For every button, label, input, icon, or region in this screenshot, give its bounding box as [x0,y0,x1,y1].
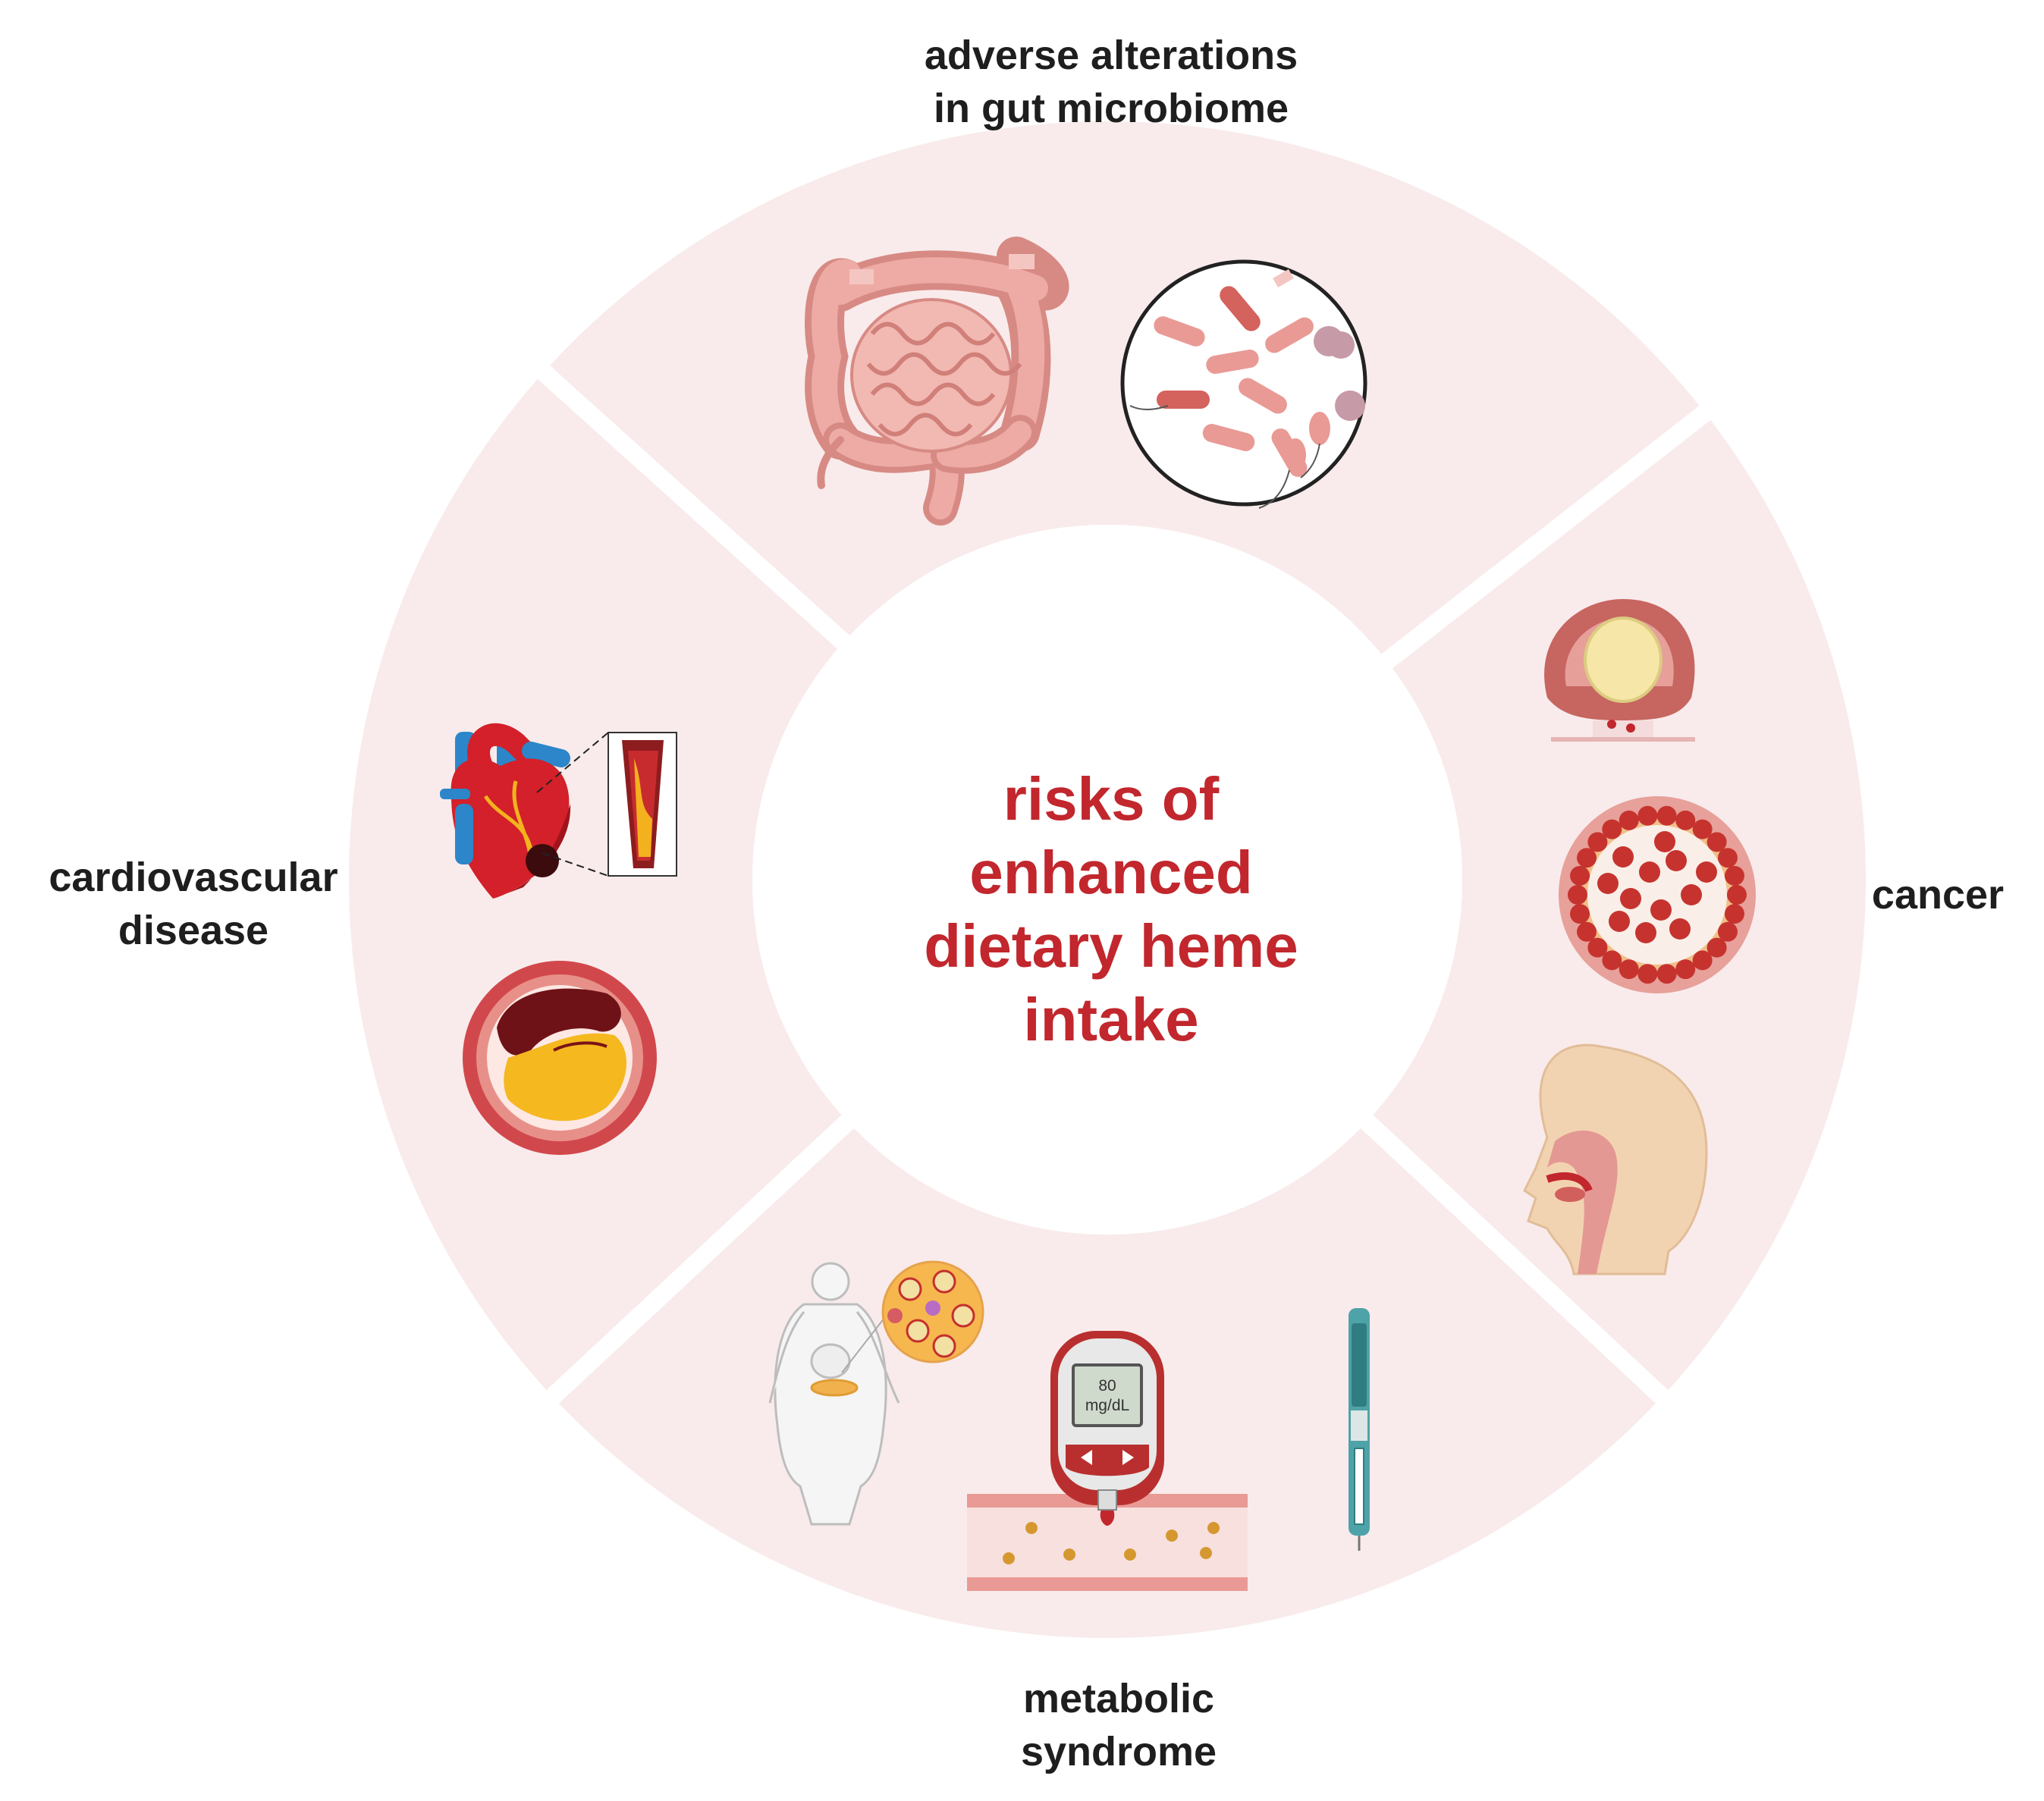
tumor-cell [1637,964,1658,984]
label-gut-microbiome: adverse alterations in gut microbiome [846,29,1377,135]
tumor-cell [1681,884,1702,905]
label-line: disease [118,908,269,953]
label-metabolic-syndrome: metabolic syndrome [929,1672,1308,1778]
obese-body-icon [768,1262,900,1526]
artery-plaque-inset-icon [536,732,677,877]
tumor-cell [1597,873,1619,894]
tumor-icon [1544,599,1695,742]
tumor-cell [1692,819,1713,839]
tumor-cell [1675,810,1696,830]
tumor-cell [1669,918,1691,940]
colon-tumor-cross-section-icon [1559,796,1756,993]
center-disc [752,525,1462,1235]
glucometer-reading: 80 [1098,1377,1116,1395]
tumor-cell [1639,861,1660,883]
tumor-cell [1620,888,1641,909]
tumor-cell [1692,950,1713,971]
artery-cross-section-icon [463,961,657,1155]
tumor-cell [1656,805,1677,826]
label-line: adverse alterations [924,33,1298,78]
tumor-cell [1717,848,1738,868]
head-neck-anatomy-icon [1523,1043,1708,1275]
segment-cardiovascular [348,378,842,1391]
label-cancer: cancer [1847,868,2029,921]
tumor-cell [1577,848,1597,868]
center-title-line: dietary heme [924,912,1298,980]
tumor-cell [1568,885,1587,905]
tumor-cell [1570,904,1590,924]
tumor-cell [1724,865,1744,886]
glucometer-icon: 80 mg/dL [1050,1331,1164,1511]
tumor-cell [1619,810,1639,830]
tumor-cell [1609,911,1630,932]
adipose-cell-icon [841,1260,984,1373]
label-cardiovascular-disease: cardiovascular disease [23,851,364,957]
blood-vessel-glucose-icon [967,1494,1248,1591]
tumor-cell [1706,937,1727,958]
tumor-cell [1724,904,1744,924]
label-line: syndrome [1020,1729,1217,1774]
tumor-cell [1675,959,1696,980]
tumor-cell [1656,964,1677,984]
tumor-cell [1570,865,1590,886]
tumor-cell [1635,922,1656,943]
tumor-cell [1602,950,1622,971]
label-line: cancer [1871,872,2005,918]
insulin-pen-icon [1349,1308,1370,1551]
tumor-cell [1650,899,1672,921]
large-intestine-icon [805,237,1069,526]
bacteria-magnified-icon [1120,259,1367,509]
tumor-cell [1577,921,1597,942]
tumor-cell [1587,832,1608,852]
tumor-cell [1696,861,1717,883]
tumor-cell [1612,846,1634,868]
tumor-cell [1602,819,1622,839]
tumor-cell [1666,850,1687,871]
heart-icon [440,723,571,899]
tumor-cell [1706,832,1727,852]
label-line: in gut microbiome [933,86,1289,131]
tumor-cell [1587,937,1608,958]
center-title-line: intake [1023,986,1199,1053]
center-title-line: risks of [1003,765,1220,833]
center-title: risks of enhanced dietary heme intake [884,762,1339,1056]
glucometer-unit: mg/dL [1085,1397,1129,1414]
center-title-line: enhanced [969,839,1253,906]
tumor-cell [1727,885,1747,905]
tumor-cell [1717,921,1738,942]
tumor-cell [1637,805,1658,826]
label-line: cardiovascular [49,855,338,900]
label-line: metabolic [1022,1676,1215,1721]
tumor-cell [1619,959,1639,980]
tumor-cell [1654,831,1675,852]
